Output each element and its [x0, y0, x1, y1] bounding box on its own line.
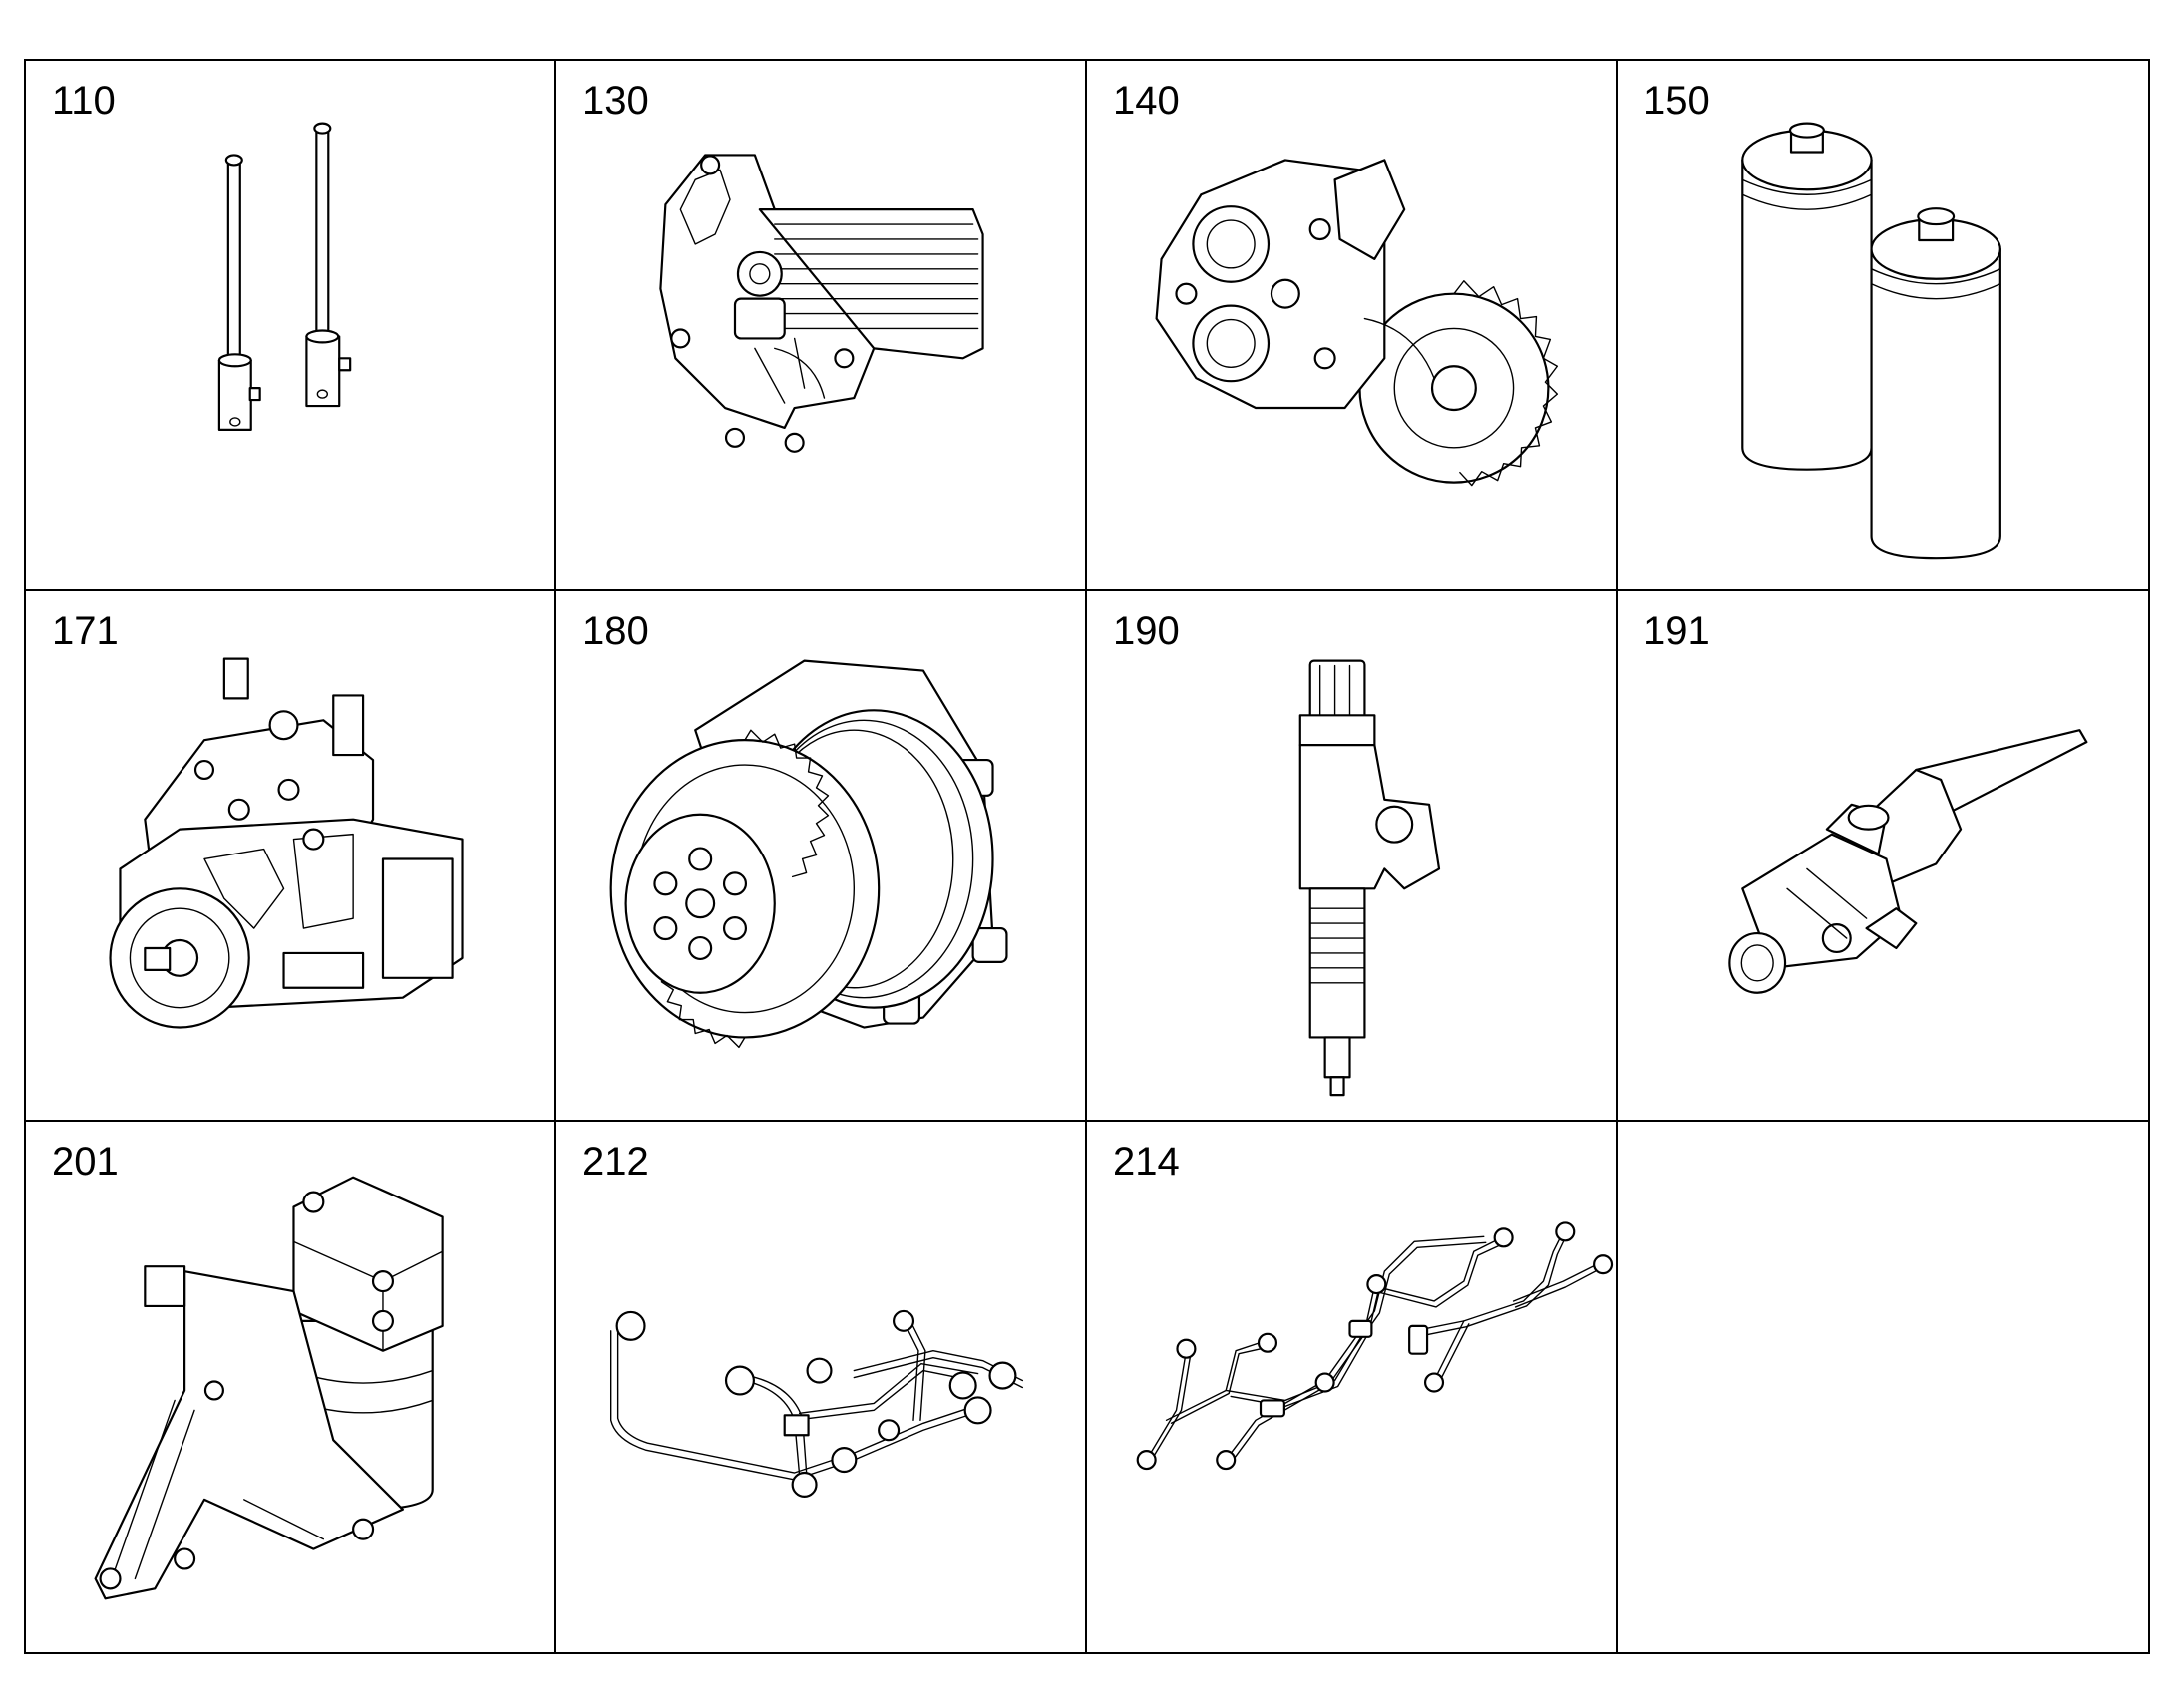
part-number: 150: [1643, 79, 1710, 123]
part-number: 130: [582, 79, 649, 123]
part-number: 140: [1113, 79, 1180, 123]
filter-bracket-icon: [26, 1122, 554, 1652]
part-number: 201: [52, 1140, 119, 1184]
part-cell-150[interactable]: 150: [1618, 61, 2148, 591]
injection-lines-icon: [1087, 1122, 1616, 1652]
part-cell-191[interactable]: 191: [1618, 591, 2148, 1122]
fuel-pump-icon: [26, 591, 554, 1120]
parts-grid: 110 130: [24, 59, 2150, 1654]
part-number: 191: [1643, 609, 1710, 653]
part-cell-212[interactable]: 212: [556, 1122, 1087, 1652]
part-number: 214: [1113, 1140, 1180, 1184]
part-cell-180[interactable]: 180: [556, 591, 1087, 1122]
part-number: 110: [52, 79, 116, 123]
part-cell-110[interactable]: 110: [26, 61, 556, 591]
part-cell-201[interactable]: 201: [26, 1122, 556, 1652]
injector-icon: [1087, 591, 1616, 1120]
empty-cell: [1618, 1122, 2148, 1652]
fuel-line-harness-icon: [556, 1122, 1085, 1652]
part-cell-171[interactable]: 171: [26, 591, 556, 1122]
high-pressure-pump-icon: [556, 61, 1085, 589]
nozzle-holder-icon: [1618, 591, 2148, 1120]
part-number: 190: [1113, 609, 1180, 653]
part-cell-190[interactable]: 190: [1087, 591, 1618, 1122]
part-cell-214[interactable]: 214: [1087, 1122, 1618, 1652]
part-cell-140[interactable]: 140: [1087, 61, 1618, 591]
part-cell-130[interactable]: 130: [556, 61, 1087, 591]
filter-cartridges-icon: [1618, 61, 2148, 589]
gear-housing-icon: [1087, 61, 1616, 589]
part-number: 171: [52, 609, 119, 653]
part-number: 180: [582, 609, 649, 653]
geared-drive-icon: [556, 591, 1085, 1120]
rod-pair-icon: [26, 61, 554, 589]
part-number: 212: [582, 1140, 649, 1184]
